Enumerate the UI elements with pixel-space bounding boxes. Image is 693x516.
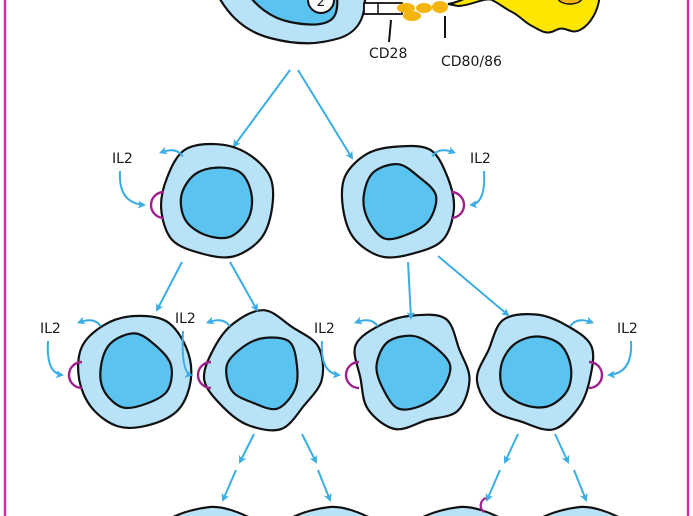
division-arrow [239, 433, 255, 464]
il2-secretion-arrow [353, 316, 379, 328]
cd80-86-label: CD80/86 [441, 54, 502, 70]
il2-secretion-arrow [158, 146, 184, 158]
cell-nucleus [179, 166, 254, 240]
daughter-cell-gen2 [353, 313, 471, 431]
il2-receptor-icon [344, 360, 360, 390]
il2-autocrine-loop: IL2 [40, 316, 102, 390]
il2-secretion-arrow [205, 316, 231, 328]
il2-label: IL2 [175, 311, 196, 327]
division-arrow [297, 69, 354, 160]
tcr-cd28-connector [363, 2, 403, 15]
il2-autocrine-loop: IL2 [431, 146, 491, 220]
il2-secretion-arrow [76, 316, 102, 328]
division-arrow [232, 69, 291, 148]
il2-autocrine-loop: IL2 [569, 316, 638, 390]
il2-receptor-icon [67, 360, 83, 390]
daughter-cell-gen2 [475, 313, 595, 431]
il2-uptake-arrow [181, 330, 193, 378]
division-arrow [221, 469, 237, 502]
il2-label: IL2 [112, 151, 133, 167]
division-arrow [554, 433, 570, 464]
cd80-86-molecules [397, 1, 448, 21]
il2-receptor-icon [149, 190, 165, 220]
il2-uptake-arrow [607, 340, 633, 379]
il2-uptake-arrow [320, 340, 341, 379]
cell-nucleus [99, 332, 173, 410]
division-arrow [503, 433, 519, 464]
cd80-86-label-group: CD80/86 [441, 16, 502, 70]
division-arrow [229, 261, 258, 312]
il2-label: IL2 [470, 151, 491, 167]
division-arrow [156, 261, 183, 312]
cell-nucleus [375, 334, 452, 411]
cell-nucleus [499, 335, 573, 409]
il2-autocrine-loop: IL2 [112, 146, 184, 220]
division-arrow [573, 469, 588, 502]
daughter-cell-gen3 [542, 505, 619, 516]
il2-uptake-arrow [46, 340, 64, 379]
daughter-cell-gen1 [159, 142, 275, 259]
daughter-cell-gen3 [422, 505, 499, 516]
cell-nucleus [362, 163, 438, 241]
division-arrow [437, 255, 510, 317]
antigen-presenting-cell [447, 0, 601, 34]
il2-uptake-arrow [118, 170, 146, 209]
cell-nucleus [225, 336, 299, 411]
il2-autocrine-loop: IL2 [175, 311, 231, 390]
daughter-cell-gen3 [172, 505, 249, 516]
division-arrow [301, 433, 317, 464]
daughter-cell-gen2 [202, 309, 325, 432]
division-arrow [406, 261, 415, 320]
activated-t-cell: 2 [219, 0, 367, 45]
il2-receptor-icon [196, 360, 212, 390]
il2-secretion-arrow [431, 146, 457, 158]
division-arrow [485, 469, 501, 502]
il2-receptor-icon [588, 360, 604, 390]
il2-receptor-icon [450, 190, 466, 220]
t-cell-marker-text: 2 [317, 0, 326, 10]
il2-label: IL2 [617, 321, 638, 337]
cd28-label: CD28 [369, 46, 407, 62]
daughter-cell-gen3 [292, 505, 369, 516]
il2-autocrine-loop: IL2 [314, 316, 379, 390]
daughter-cell-gen1 [340, 144, 456, 259]
il2-label: IL2 [314, 321, 335, 337]
cd28-label-group: CD28 [369, 19, 407, 62]
daughter-cell-gen2 [77, 314, 193, 429]
il2-uptake-arrow [469, 170, 486, 209]
il2-receptor-icon [479, 496, 487, 513]
il2-label: IL2 [40, 321, 61, 337]
division-arrow [317, 469, 332, 502]
il2-secretion-arrow [569, 316, 595, 328]
